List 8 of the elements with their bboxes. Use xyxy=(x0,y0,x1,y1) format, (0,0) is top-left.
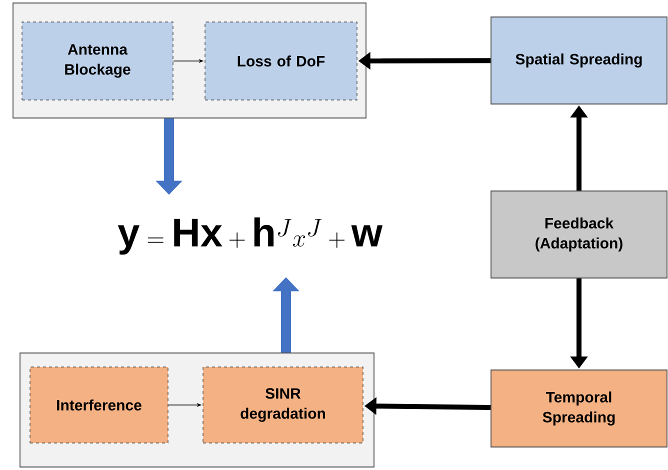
process-box: Spatial Spreading xyxy=(490,16,668,104)
equation: $\mathbf{y} = \mathbf{H}\mathbf{x} + \mathbf{h}^{J} x^{J} + \mathbf{w}$ xyxy=(118,217,383,255)
process-box: Feedback (Adaptation) xyxy=(490,190,668,278)
process-box: Antenna Blockage xyxy=(22,22,174,100)
process-box: Loss of DoF xyxy=(204,22,358,100)
process-box: Temporal Spreading xyxy=(490,370,668,448)
process-box: SINR degradation xyxy=(202,366,364,444)
process-box: Interference xyxy=(30,366,168,444)
